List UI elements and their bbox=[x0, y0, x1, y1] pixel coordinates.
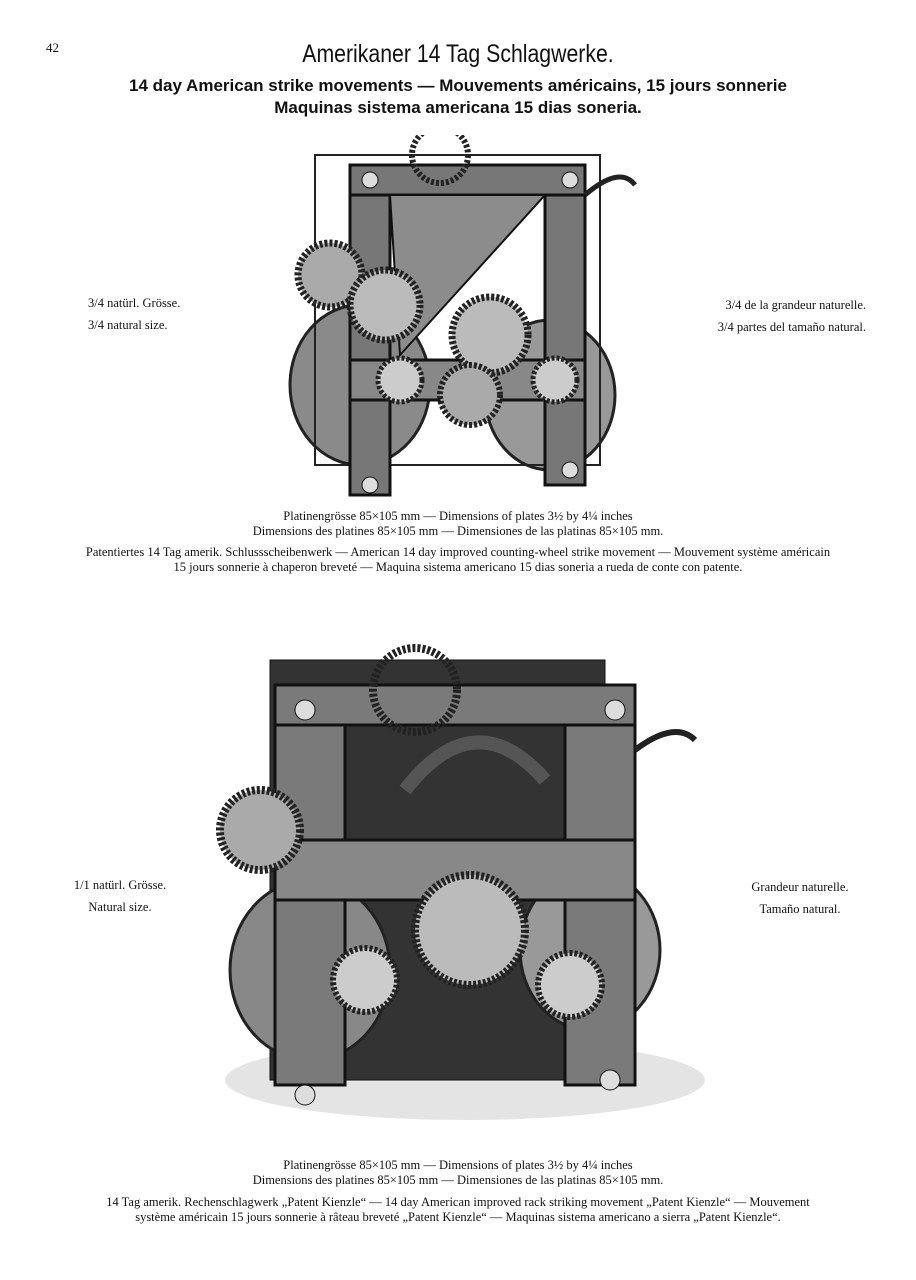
clock-movement-illustration-1 bbox=[288, 135, 637, 497]
scale-label-french: Grandeur naturelle. bbox=[751, 880, 849, 894]
dimensions-line-1: Platinengrösse 85×105 mm — Dimensions of… bbox=[283, 1158, 633, 1172]
description-line-2: système américain 15 jours sonnerie à râ… bbox=[135, 1210, 781, 1224]
scale-label-english: Natural size. bbox=[88, 900, 152, 914]
page-number: 42 bbox=[46, 40, 59, 55]
scale-label-right-1: 3/4 de la grandeur naturelle. 3/4 partes… bbox=[708, 294, 866, 338]
subtitle-spanish: Maquinas sistema americana 15 dias soner… bbox=[274, 98, 642, 117]
scale-label-english: 3/4 natural size. bbox=[88, 318, 168, 332]
clock-movement-illustration-2 bbox=[216, 644, 705, 1120]
scale-label-french: 3/4 de la grandeur naturelle. bbox=[725, 298, 866, 312]
scale-label-spanish: 3/4 partes del tamaño natural. bbox=[717, 320, 866, 334]
dimensions-line-2: Dimensions des platines 85×105 mm — Dime… bbox=[252, 524, 664, 538]
description-line-2: 15 jours sonnerie à chaperon breveté — M… bbox=[173, 560, 743, 574]
scale-label-german: 3/4 natürl. Grösse. bbox=[88, 296, 181, 310]
scale-label-left-1: 3/4 natürl. Grösse. 3/4 natural size. bbox=[88, 292, 180, 336]
scale-label-german: 1/1 natürl. Grösse. bbox=[73, 878, 167, 892]
description-line-1: Patentiertes 14 Tag amerik. Schlussschei… bbox=[85, 545, 831, 559]
scale-label-spanish: Tamaño natural. bbox=[759, 902, 841, 916]
subtitle-english-french: 14 day American strike movements — Mouve… bbox=[129, 76, 787, 95]
description-line-1: 14 Tag amerik. Rechenschlagwerk „Patent … bbox=[106, 1195, 810, 1209]
scale-label-left-2: 1/1 natürl. Grösse. Natural size. bbox=[70, 874, 170, 918]
dimensions-line-1: Platinengrösse 85×105 mm — Dimensions of… bbox=[283, 509, 633, 523]
page-title: Amerikaner 14 Tag Schlagwerke. bbox=[302, 40, 614, 68]
dimensions-line-2: Dimensions des platines 85×105 mm — Dime… bbox=[252, 1173, 664, 1187]
scale-label-right-2: Grandeur naturelle. Tamaño natural. bbox=[740, 876, 860, 920]
